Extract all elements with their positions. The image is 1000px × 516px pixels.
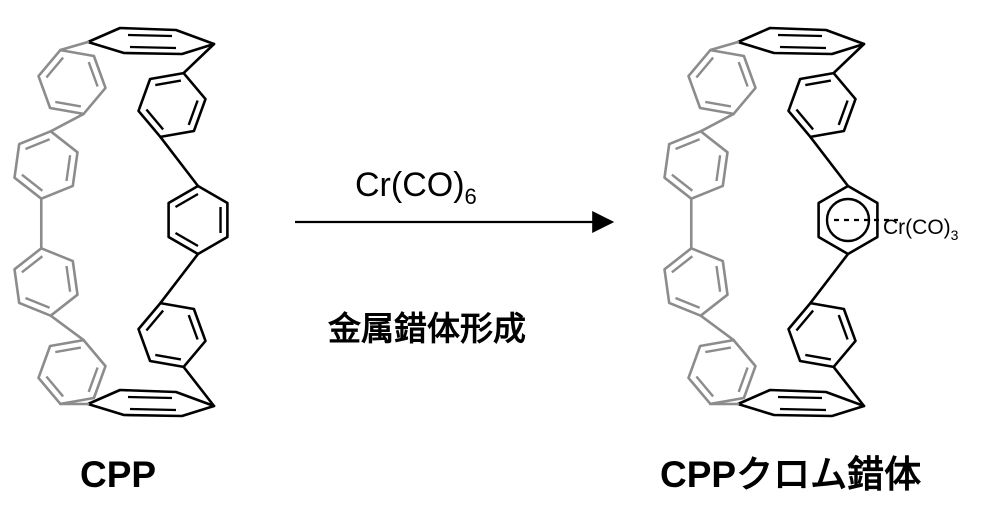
ring-double-bond xyxy=(705,100,732,108)
product-name: CPPクロム錯体 xyxy=(660,454,921,495)
bottom-flat-benzene-ring xyxy=(736,388,866,418)
ring-double-bond xyxy=(737,61,749,87)
ring-double-bond xyxy=(837,314,849,340)
ring-link-bond xyxy=(159,252,200,305)
back-benzene-ring xyxy=(687,48,757,116)
reagent-subscript: 6 xyxy=(465,184,477,209)
bottom-flat-benzene-ring xyxy=(86,388,216,418)
ring-double-bond xyxy=(805,353,832,361)
ring-double-bond xyxy=(145,309,165,332)
back-benzene-ring xyxy=(663,130,729,200)
ring-link-bond xyxy=(159,135,200,188)
ring-double-bond xyxy=(837,100,849,126)
back-benzene-ring xyxy=(37,338,107,406)
ring-link-bond xyxy=(699,314,735,342)
top-flat-benzene-ring xyxy=(86,26,216,56)
reagent-main: Cr(CO) xyxy=(355,166,465,204)
ring-double-bond xyxy=(155,353,182,361)
back-benzene-ring xyxy=(663,247,729,318)
reagent-label: Cr(CO)6 xyxy=(355,166,477,209)
ring-bond-outline xyxy=(86,26,216,56)
ring-link-bond xyxy=(709,40,740,52)
ring-double-bond xyxy=(45,375,65,398)
complex-group-main: Cr(CO) xyxy=(883,216,951,239)
ring-bond-outline xyxy=(736,388,866,418)
ring-double-bond xyxy=(715,265,722,292)
back-benzene-ring xyxy=(13,130,79,200)
ring-double-bond xyxy=(715,155,722,182)
ring-double-bond xyxy=(55,346,82,354)
ring-double-bond xyxy=(127,395,173,400)
ring-bond-outline xyxy=(736,26,866,56)
ring-double-bond xyxy=(174,231,199,248)
ring-double-bond xyxy=(55,100,82,108)
ring-double-bond xyxy=(174,192,199,209)
ring-link-bond xyxy=(809,252,850,305)
ring-double-bond xyxy=(145,108,165,131)
ring-double-bond xyxy=(45,56,65,79)
ring-bond-outline xyxy=(86,388,216,418)
top-flat-benzene-ring xyxy=(736,26,866,56)
back-benzene-ring xyxy=(687,338,757,406)
cpp-chromium-complex-molecule xyxy=(663,26,898,418)
ring-double-bond xyxy=(127,33,173,38)
process-label: 金属錯体形成 xyxy=(327,310,526,347)
front-benzene-ring xyxy=(137,71,207,139)
ring-double-bond xyxy=(87,367,99,393)
ring-double-bond xyxy=(795,108,815,131)
ring-double-bond xyxy=(805,79,832,87)
ring-double-bond xyxy=(777,33,823,38)
ring-link-bond xyxy=(182,365,216,408)
ring-double-bond xyxy=(705,346,732,354)
complex-group-subscript: 3 xyxy=(951,227,959,243)
ring-double-bond xyxy=(795,309,815,332)
ring-double-bond xyxy=(65,265,72,292)
ring-double-bond xyxy=(25,296,51,309)
ring-double-bond xyxy=(675,138,701,151)
cpp-molecule xyxy=(13,26,229,418)
front-benzene-ring xyxy=(787,301,857,369)
ring-double-bond xyxy=(155,79,182,87)
ring-double-bond xyxy=(65,155,72,182)
ring-double-bond xyxy=(675,296,701,309)
complex-group-label: Cr(CO)3 xyxy=(883,216,959,243)
ring-link-bond xyxy=(49,112,85,133)
ring-double-bond xyxy=(695,375,715,398)
ring-double-bond xyxy=(21,173,44,192)
ring-double-bond xyxy=(779,45,827,50)
front-benzene-ring xyxy=(167,184,229,256)
front-benzene-ring xyxy=(137,301,207,369)
ring-double-bond xyxy=(87,61,99,87)
back-benzene-ring xyxy=(13,247,79,318)
back-benzene-ring xyxy=(37,48,107,116)
ring-link-bond xyxy=(49,314,85,342)
ring-double-bond xyxy=(187,100,199,126)
ring-double-bond xyxy=(129,45,177,50)
ring-link-bond xyxy=(832,365,866,408)
ring-double-bond xyxy=(695,56,715,79)
ring-link-bond xyxy=(832,42,866,75)
ring-double-bond xyxy=(25,138,51,151)
ring-link-bond xyxy=(59,40,90,52)
ring-double-bond xyxy=(737,367,749,393)
reactant-name: CPP xyxy=(80,454,156,495)
ring-bond-outline xyxy=(167,184,229,256)
ring-double-bond xyxy=(187,314,199,340)
ring-link-bond xyxy=(809,135,850,188)
ring-double-bond xyxy=(779,407,827,412)
ring-double-bond xyxy=(671,255,694,274)
ring-double-bond xyxy=(671,173,694,192)
ring-double-bond xyxy=(129,407,177,412)
front-benzene-ring xyxy=(787,71,857,139)
ring-link-bond xyxy=(699,112,735,133)
ring-double-bond xyxy=(21,255,44,274)
ring-link-bond xyxy=(182,42,216,75)
ring-double-bond xyxy=(777,395,823,400)
